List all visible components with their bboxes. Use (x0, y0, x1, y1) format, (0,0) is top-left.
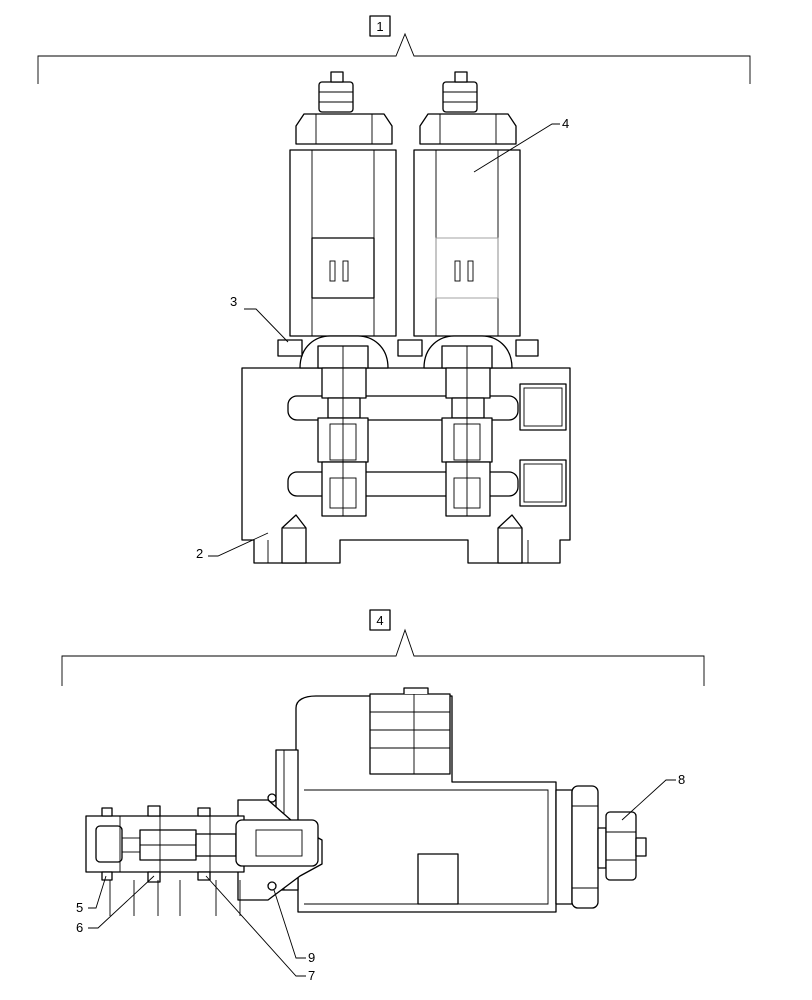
callout-label-7: 7 (308, 968, 315, 983)
callout-label-9: 9 (308, 950, 315, 965)
callout-label-3: 3 (230, 294, 237, 309)
callout-label-5: 5 (76, 900, 83, 915)
callout-2: 2 (196, 532, 269, 561)
callout-4-top: 4 (473, 116, 569, 173)
callout-label-1: 1 (376, 19, 383, 34)
callout-label-2: 2 (196, 546, 203, 561)
callout-label-4-top: 4 (562, 116, 569, 131)
solenoid-valve-side-view (85, 687, 647, 916)
callout-label-4: 4 (376, 613, 383, 628)
manifold-block (241, 367, 571, 564)
callout-box-assembly-4: 4 (369, 609, 391, 631)
callout-9: 9 (273, 889, 315, 965)
callout-7: 7 (205, 875, 315, 983)
assembly-1-bracket (37, 32, 751, 84)
valve-manifold-assembly (241, 71, 571, 564)
solenoid-left (277, 71, 397, 517)
callout-box-assembly-1: 1 (369, 15, 391, 37)
callout-6: 6 (76, 875, 155, 935)
callout-label-6: 6 (76, 920, 83, 935)
callout-8: 8 (621, 772, 685, 821)
assembly-4-bracket (61, 628, 705, 686)
callout-3: 3 (230, 294, 289, 343)
callout-label-8: 8 (678, 772, 685, 787)
solenoid-right (397, 71, 539, 517)
callout-5: 5 (76, 875, 107, 915)
